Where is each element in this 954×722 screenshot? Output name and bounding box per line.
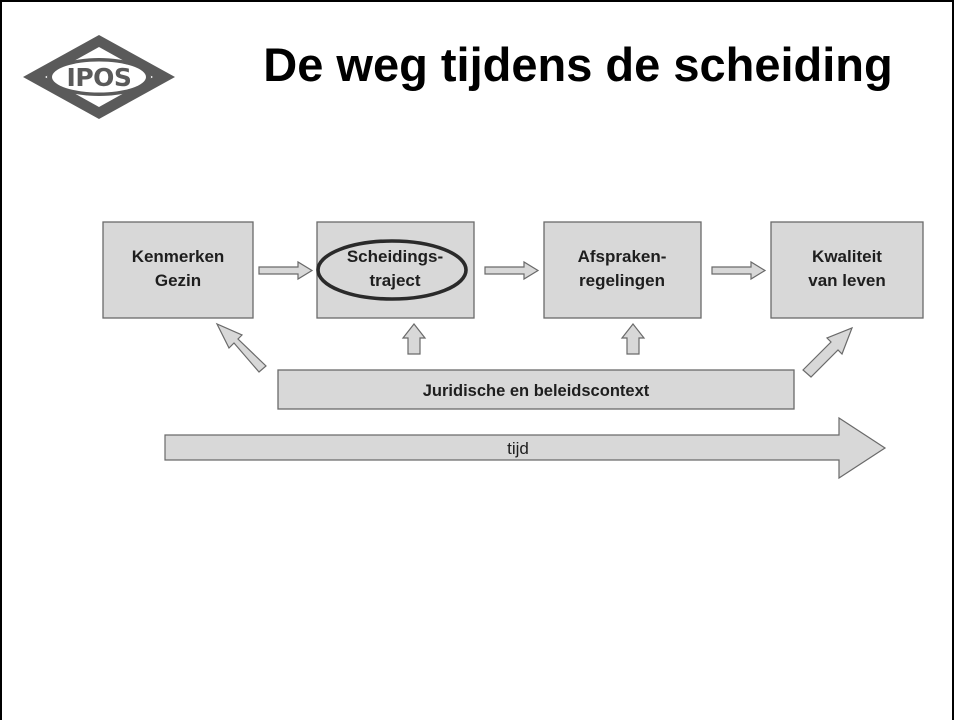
arrow-right-icon: [258, 260, 314, 281]
box-scheidingstraject: Scheidings- traject: [316, 221, 475, 319]
slide-title: De weg tijdens de scheiding: [263, 38, 893, 91]
logo-text: IPOS: [67, 63, 132, 92]
box-label-line2: regelingen: [579, 271, 665, 290]
arrow-up-icon: [401, 323, 427, 355]
context-bar: Juridische en beleidscontext: [277, 369, 795, 410]
box-label-line2: traject: [369, 271, 420, 290]
box-label-line2: van leven: [808, 271, 886, 290]
arrow-up-right-icon: [802, 326, 854, 378]
context-label: Juridische en beleidscontext: [423, 382, 650, 400]
box-label-line1: Afspraken-: [578, 247, 667, 266]
box-kenmerken-gezin: Kenmerken Gezin: [102, 221, 254, 319]
box-label-line1: Scheidings-: [347, 247, 443, 266]
time-label: tijd: [507, 439, 529, 458]
ipos-logo: IPOS: [23, 35, 175, 119]
highlight-ellipse: [316, 239, 468, 301]
arrow-up-icon: [620, 323, 646, 355]
box-kwaliteit-van-leven: Kwaliteit van leven: [770, 221, 924, 319]
box-label-line2: Gezin: [155, 271, 201, 290]
box-afspraken-regelingen: Afspraken- regelingen: [543, 221, 702, 319]
box-label-line1: Kwaliteit: [812, 247, 882, 266]
arrow-right-icon: [711, 260, 767, 281]
arrow-right-icon: [484, 260, 540, 281]
time-arrow: tijd: [164, 416, 887, 480]
box-label-line1: Kenmerken: [132, 247, 225, 266]
arrow-up-left-icon: [215, 322, 267, 373]
